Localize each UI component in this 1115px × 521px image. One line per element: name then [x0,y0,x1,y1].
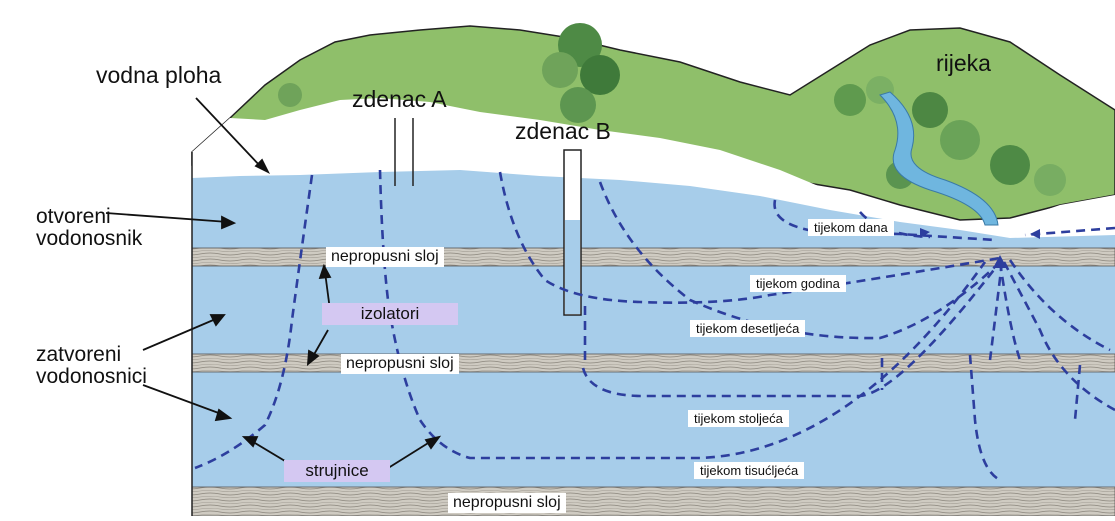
time-decades-label: tijekom desetljeća [690,320,805,337]
streamlines-label: strujnice [284,460,390,482]
water-table-label: vodna ploha [96,64,221,86]
impermeable-layer-2 [192,354,1115,372]
confined-label-2: vodonosnici [36,366,147,388]
unconfined-label-2: vodonosnik [36,228,142,250]
unconfined-label-1: otvoreni [36,206,111,228]
river-label: rijeka [936,52,991,74]
impermeable-layer-label-3: nepropusni sloj [448,493,566,513]
impermeable-layer-label-2: nepropusni sloj [341,354,459,374]
time-centuries-label: tijekom stoljeća [688,410,789,427]
time-days-label: tijekom dana [808,219,894,236]
time-years-label: tijekom godina [750,275,846,292]
time-millennia-label: tijekom tisućljeća [694,462,804,479]
well-b-label: zdenac B [515,120,611,142]
insulators-label: izolatori [322,303,458,325]
impermeable-layer-label-1: nepropusni sloj [326,247,444,267]
well-a-label: zdenac A [352,88,447,110]
impermeable-layer-3 [192,487,1115,516]
confined-label-1: zatvoreni [36,344,121,366]
